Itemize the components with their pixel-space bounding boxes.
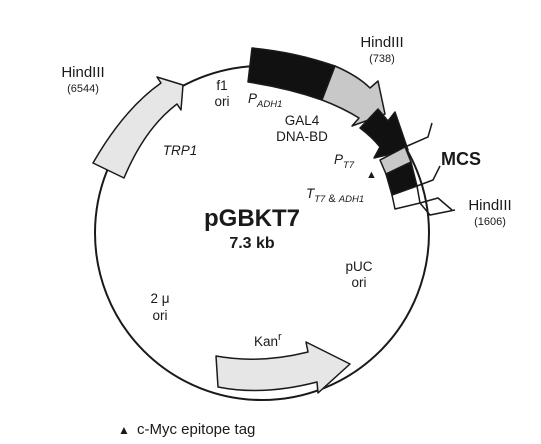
- hindiii-1606-pointer: [419, 197, 456, 216]
- mcs-bracket: [404, 122, 441, 187]
- mcs-label: MCS: [441, 149, 481, 169]
- fusion-orf-arrow: [359, 108, 409, 159]
- gal4-line1: GAL4: [285, 113, 320, 128]
- trp1-arrow: [92, 76, 184, 179]
- plasmid-size: 7.3 kb: [229, 235, 275, 252]
- two-micron-ori-line1: 2 μ: [150, 291, 169, 306]
- kan-arrow: [215, 341, 351, 394]
- hindiii-738-label: HindIII: [360, 34, 403, 51]
- legend-label: c-Myc epitope tag: [137, 421, 255, 438]
- plasmid-name: pGBKT7: [204, 205, 300, 232]
- hindiii-1606-position: (1606): [474, 216, 506, 228]
- p-adh1-block: [247, 47, 336, 101]
- p-adh1-label: PADH1: [248, 91, 282, 110]
- puc-ori-line2: ori: [351, 275, 366, 290]
- legend-symbol: ▲: [118, 423, 130, 437]
- puc-ori-line1: pUC: [345, 259, 372, 274]
- c-myc-tag-marker: ▲: [366, 169, 377, 181]
- f1-ori-line1: f1: [216, 78, 227, 93]
- terminator-label: TT7 & ADH1: [306, 186, 364, 205]
- kan-label: Kanr: [254, 331, 282, 349]
- hindiii-6544-label: HindIII: [61, 64, 104, 81]
- gal4-dna-bd-arrow: [321, 65, 386, 127]
- hindiii-738-position: (738): [369, 53, 395, 65]
- two-micron-ori-line2: ori: [152, 308, 167, 323]
- p-t7-label: PT7: [334, 152, 355, 171]
- hindiii-6544-position: (6544): [67, 83, 99, 95]
- hindiii-1606-label: HindIII: [468, 197, 511, 214]
- gal4-line2: DNA-BD: [276, 129, 328, 144]
- f1-ori-line2: ori: [214, 94, 229, 109]
- trp1-label: TRP1: [163, 143, 198, 158]
